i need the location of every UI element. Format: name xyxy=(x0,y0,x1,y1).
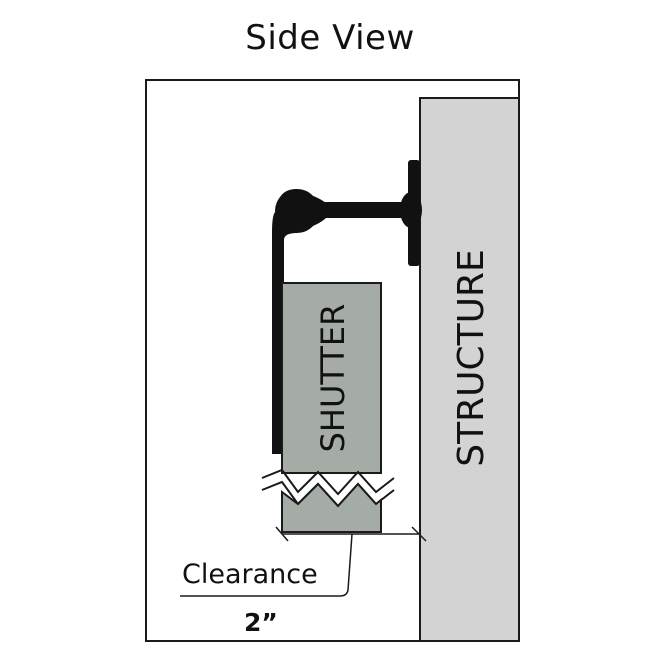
clearance-dimension xyxy=(180,526,427,597)
diagram-title: Side View xyxy=(245,18,415,58)
structure-wall xyxy=(419,97,520,642)
shutter-label: SHUTTER xyxy=(314,304,352,453)
clearance-label: Clearance xyxy=(182,559,318,590)
shutter-panel xyxy=(261,282,395,533)
structure-label: STRUCTURE xyxy=(451,249,492,466)
clearance-value: 2” xyxy=(244,608,278,637)
hinge-arm xyxy=(272,189,422,454)
